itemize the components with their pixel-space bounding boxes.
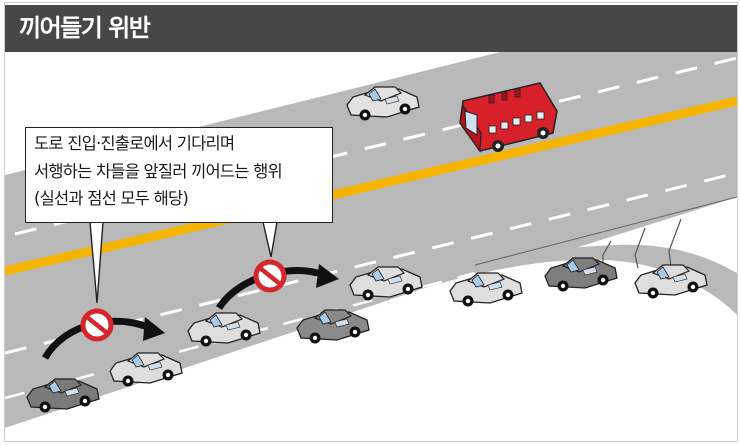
road-illustration xyxy=(5,52,737,441)
bus xyxy=(459,82,558,153)
callout-line-3: (실선과 점선 모두 해당) xyxy=(34,189,189,208)
infographic-frame: 끼어들기 위반 xyxy=(4,2,738,442)
callout-line-1: 도로 진입·진출로에서 기다리며 xyxy=(34,134,235,153)
on-ramp xyxy=(5,244,737,428)
no-entry-icon xyxy=(253,259,287,293)
explanation-callout: 도로 진입·진출로에서 기다리며 서행하는 차들을 앞질러 끼어드는 행위 (실… xyxy=(25,127,333,223)
center-line xyxy=(5,96,737,276)
page-title: 끼어들기 위반 xyxy=(19,14,151,42)
header-bar: 끼어들기 위반 xyxy=(5,5,737,52)
callout-line-2: 서행하는 차들을 앞질러 끼어드는 행위 xyxy=(34,162,283,181)
no-entry-icon xyxy=(80,308,114,342)
